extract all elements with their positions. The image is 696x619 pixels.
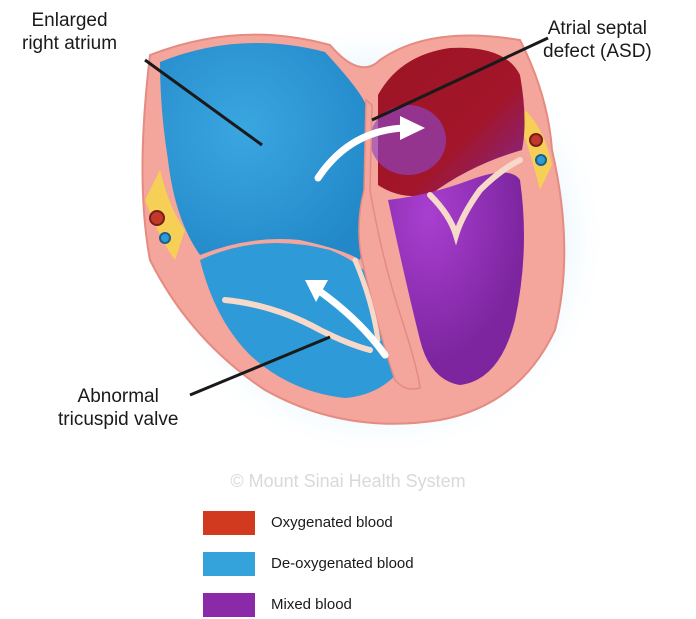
label-line: Enlarged [22,9,117,32]
legend-label-oxygenated: Oxygenated blood [271,514,393,531]
label-line: right atrium [22,32,117,55]
coronary-vessel-left-2 [160,233,170,243]
legend-swatch-oxygenated [203,511,255,535]
label-line: defect (ASD) [543,40,652,63]
label-enlarged-right-atrium: Enlarged right atrium [22,9,117,55]
copyright-watermark: © Mount Sinai Health System [0,471,696,492]
label-line: Abnormal [58,385,178,408]
label-line: tricuspid valve [58,408,178,431]
coronary-vessel-right-2 [536,155,546,165]
legend-label-deoxygenated: De-oxygenated blood [271,555,414,572]
coronary-vessel-left-1 [150,211,164,225]
legend-label-mixed: Mixed blood [271,596,352,613]
coronary-vessel-right-1 [530,134,542,146]
label-line: Atrial septal [543,17,652,40]
label-atrial-septal-defect: Atrial septal defect (ASD) [543,17,652,63]
label-abnormal-tricuspid-valve: Abnormal tricuspid valve [58,385,178,431]
legend-swatch-mixed [203,593,255,617]
legend-swatch-deoxygenated [203,552,255,576]
